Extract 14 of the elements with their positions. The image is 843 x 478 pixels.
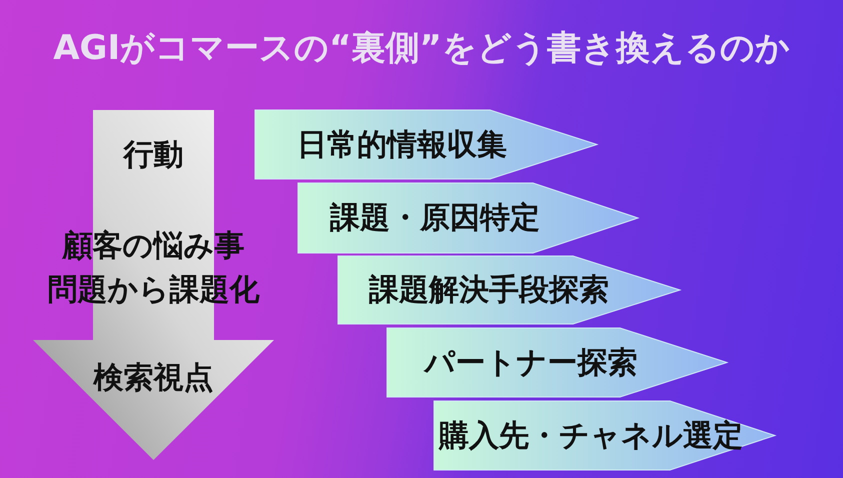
down-arrow	[33, 110, 274, 460]
title: AGIがコマースの“裏側”をどう書き換えるのか	[53, 29, 790, 68]
step-label: 購入先・チャネル選定	[439, 419, 743, 452]
step-banner	[338, 256, 680, 324]
step-label: 課題解決手段探索	[369, 274, 609, 306]
step-banner	[434, 401, 775, 470]
step-banner	[255, 110, 597, 179]
arrow-label: 行動	[124, 138, 184, 172]
step-banner	[387, 328, 727, 397]
arrow-label: 検索視点	[94, 362, 214, 394]
step-label: パートナー探索	[424, 346, 638, 379]
step-banner	[298, 183, 638, 253]
step-label: 課題・原因特定	[330, 202, 540, 234]
step-label: 日常的情報収集	[297, 128, 507, 161]
